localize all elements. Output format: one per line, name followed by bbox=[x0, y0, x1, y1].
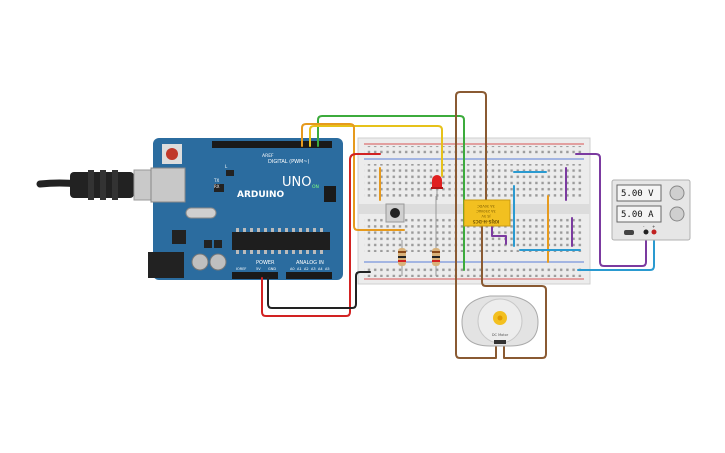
dc-motor[interactable]: DC Motor bbox=[461, 295, 539, 347]
analog-pin-a5: A5 bbox=[325, 267, 330, 271]
minus-terminal[interactable] bbox=[643, 229, 649, 235]
power-supply[interactable]: 5.00 V 5.00 A - + bbox=[611, 179, 691, 241]
black-wire[interactable] bbox=[267, 271, 371, 309]
yellow-wire[interactable] bbox=[309, 125, 443, 177]
blue-wire-psu[interactable] bbox=[577, 233, 655, 271]
voltage-regulator bbox=[172, 230, 186, 244]
analog-header[interactable] bbox=[286, 272, 332, 279]
v5-label: 5V bbox=[256, 267, 261, 271]
analog-pin-a1: A1 bbox=[297, 267, 302, 271]
power-switch[interactable] bbox=[624, 230, 634, 235]
arduino-uno-board[interactable]: AREF DIGITAL (PWM~) ARDUINO UNO ON L TX … bbox=[148, 138, 343, 280]
capacitor bbox=[209, 253, 227, 271]
smd-chip bbox=[214, 184, 224, 192]
voltage-display bbox=[616, 184, 662, 202]
usb-cable[interactable] bbox=[36, 169, 167, 201]
relay-label-4: KRJS-H-DC5 bbox=[473, 219, 499, 224]
current-display bbox=[616, 205, 662, 223]
upper-terminal-strip[interactable] bbox=[364, 164, 584, 198]
green-wire[interactable] bbox=[317, 115, 465, 271]
resistor-2[interactable] bbox=[432, 196, 440, 276]
bottom-power-rail[interactable] bbox=[364, 265, 584, 277]
motor-label: DC Motor bbox=[492, 333, 509, 337]
plus-label: + bbox=[652, 224, 655, 229]
ioref-label: IOREF bbox=[236, 267, 246, 271]
purple-jumper-small[interactable] bbox=[491, 219, 507, 245]
brown-wire-motor-b[interactable] bbox=[481, 213, 547, 359]
red-wire[interactable] bbox=[261, 153, 381, 317]
on-label: ON bbox=[312, 184, 319, 190]
current-readout: 5.00 A bbox=[621, 210, 654, 220]
orange-wire[interactable] bbox=[301, 123, 405, 231]
power-label: POWER bbox=[256, 260, 275, 266]
smd-led bbox=[226, 170, 234, 176]
pushbutton[interactable] bbox=[385, 203, 405, 223]
gnd-label: GND bbox=[268, 267, 276, 271]
analog-pin-a0: A0 bbox=[290, 267, 295, 271]
smd-chip bbox=[214, 240, 222, 248]
usb-port bbox=[150, 167, 186, 203]
crystal bbox=[185, 207, 217, 219]
voltage-readout: 5.00 V bbox=[621, 189, 654, 199]
analog-label: ANALOG IN bbox=[296, 260, 324, 266]
capacitor bbox=[191, 253, 209, 271]
relay[interactable]: 3A 30VDC 3A 250VAC JS 5V KRJS-H-DC5 bbox=[463, 199, 511, 227]
resistor-1[interactable] bbox=[398, 240, 406, 276]
analog-pin-a3: A3 bbox=[311, 267, 316, 271]
current-knob[interactable] bbox=[669, 206, 685, 222]
smd-chip bbox=[204, 240, 212, 248]
power-header[interactable] bbox=[232, 272, 278, 279]
analog-pin-a4: A4 bbox=[318, 267, 323, 271]
top-power-rail[interactable] bbox=[364, 146, 584, 156]
arduino-brand: ARDUINO bbox=[237, 190, 285, 200]
rx-label: RX bbox=[214, 184, 220, 189]
relay-label-2: 3A 250VAC bbox=[476, 209, 496, 213]
plus-terminal[interactable] bbox=[651, 229, 657, 235]
digital-header[interactable] bbox=[212, 141, 332, 148]
tx-label: TX bbox=[213, 178, 219, 183]
brown-wire-motor-a[interactable] bbox=[455, 91, 497, 359]
reset-button-cap[interactable] bbox=[166, 148, 178, 160]
red-led[interactable] bbox=[431, 175, 443, 200]
relay-label-1: 3A 30VDC bbox=[477, 204, 495, 208]
arduino-model: UNO bbox=[282, 175, 311, 190]
analog-pin-a2: A2 bbox=[304, 267, 309, 271]
minus-label: - bbox=[643, 224, 645, 229]
atmega-chip bbox=[232, 232, 330, 250]
voltage-knob[interactable] bbox=[669, 185, 685, 201]
icsp-header bbox=[324, 186, 336, 202]
digital-label: DIGITAL (PWM~) bbox=[268, 159, 310, 165]
relay-label-3: JS 5V bbox=[481, 214, 492, 218]
aref-label: AREF bbox=[262, 153, 274, 159]
purple-wire-psu[interactable] bbox=[575, 153, 647, 267]
power-jack bbox=[148, 252, 184, 278]
l-label: L bbox=[225, 164, 228, 169]
